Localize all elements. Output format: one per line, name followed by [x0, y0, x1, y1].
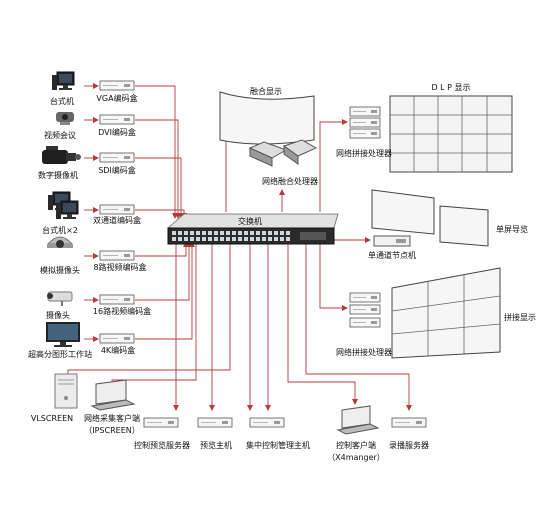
dome-camera-icon	[46, 236, 74, 248]
sdi-link	[135, 157, 184, 219]
dlp-display-label: D L P 显示	[431, 83, 471, 92]
preview-host-box	[197, 417, 233, 428]
ch16-encoder-box	[99, 294, 135, 305]
fusion-display-label: 融合显示	[250, 87, 282, 96]
fusion-processor-devices	[248, 139, 318, 167]
k4-encoder-box	[99, 333, 135, 344]
dual-encoder-box	[99, 204, 135, 215]
preview-host-label: 预览主机	[200, 441, 232, 450]
splice-processor-bottom-label: 网络拼接处理器	[336, 348, 392, 357]
workstation-icon	[46, 322, 80, 347]
single-screens	[371, 189, 489, 247]
laptop-control-client-icon	[336, 405, 380, 435]
k4-link	[135, 241, 195, 340]
record-server-box	[391, 417, 427, 428]
splice-display-label: 拼接显示	[504, 313, 536, 322]
central-server-label: 集中控制管理主机	[246, 441, 310, 450]
camcorder-label: 数字摄像机	[38, 171, 78, 180]
video-conference-icon	[56, 112, 74, 125]
ch8-encoder-label: 8路视频编码盒	[93, 263, 147, 272]
network-switch	[166, 213, 339, 245]
central-server-box	[249, 417, 285, 428]
sdi-encoder-box	[99, 152, 135, 163]
k4-encoder-label: 4K编码盒	[100, 346, 136, 355]
dvi-encoder-label: DVI编码盒	[98, 128, 136, 137]
camcorder-icon	[42, 146, 81, 164]
single-guide-label: 单屏导览	[496, 225, 528, 234]
splice-video-wall	[391, 267, 501, 359]
vga-encoder-box	[99, 80, 135, 91]
record-server-label: 录播服务器	[389, 441, 429, 450]
control-client-label: 控制客户端	[336, 441, 376, 450]
preview-server-label: 控制预览服务器	[134, 441, 190, 450]
ch8-encoder-box	[99, 250, 135, 261]
preview-server-box	[143, 417, 179, 428]
ch16-link	[135, 241, 192, 301]
switch-label: 交换机	[238, 217, 262, 226]
analog-cam-label: 模拟摄像头	[40, 266, 80, 275]
dual-encoder-label: 双通道编码盒	[93, 216, 141, 225]
dvi-encoder-box	[99, 114, 135, 125]
dlp-video-wall	[389, 95, 513, 173]
control-client-sub-label: （X4manger）	[327, 453, 385, 462]
desktop-x2-label: 台式机×2	[42, 226, 78, 235]
dual-link	[135, 209, 187, 219]
collect-client-label: 网络采集客户端	[84, 414, 140, 423]
vlscreen-tower-icon	[54, 373, 78, 409]
desktop-label: 台式机	[50, 97, 74, 106]
vlscreen-label: VLSCREEN	[30, 414, 74, 423]
collect-client-sub-label: （IPSCREEN）	[84, 426, 140, 435]
video-conf-label: 视频会议	[44, 131, 76, 140]
fusion-processor-label: 网络融合处理器	[262, 177, 318, 186]
node-machine-device	[373, 235, 411, 247]
camera-label: 摄像头	[46, 311, 70, 320]
workstation-label: 超高分图形工作站	[28, 350, 92, 359]
bullet-camera-icon	[47, 291, 73, 306]
ch16-encoder-label: 16路视频编码盒	[92, 307, 152, 316]
laptop-collect-client-icon	[90, 379, 136, 411]
splice-processor-bottom	[349, 292, 381, 328]
dvi-link	[135, 119, 181, 219]
sdi-encoder-label: SDI编码盒	[98, 166, 136, 175]
desktop-icon	[51, 71, 75, 91]
curved-fusion-screen	[219, 91, 315, 145]
node-machine-label: 单通道节点机	[368, 251, 416, 260]
vga-encoder-label: VGA编码盒	[96, 94, 138, 103]
splice-processor-top-label: 网络拼接处理器	[336, 149, 392, 158]
vga-link	[135, 85, 178, 219]
dlp-splice-processor	[349, 106, 381, 139]
